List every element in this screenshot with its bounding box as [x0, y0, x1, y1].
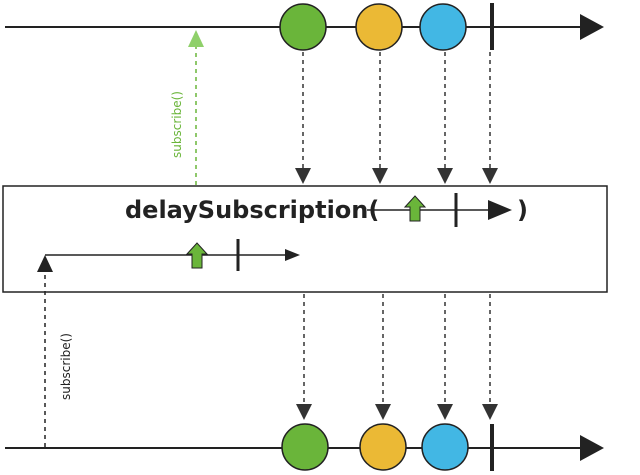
- top-yellow-marble: [355, 3, 403, 51]
- top-subscribe-arrowhead: [188, 30, 204, 47]
- top-timeline-arrowhead: [580, 14, 604, 40]
- operator-inner-green-arrow: [403, 195, 427, 222]
- operator-inner-arrowhead: [488, 200, 512, 220]
- top-blue-marble: [419, 3, 467, 51]
- dashed-arrow-blue-bottom-head: [437, 404, 453, 420]
- top-green-marble: [279, 3, 327, 51]
- operator-box-timeline-arrowhead: [285, 249, 300, 261]
- operator-title-close: ): [517, 196, 528, 224]
- bottom-subscribe-label: subscribe(): [59, 333, 73, 400]
- dashed-arrow-blue-top-head: [437, 168, 453, 184]
- operator-box-green-arrow: [185, 242, 209, 269]
- dashed-arrow-complete-bottom-head: [482, 404, 498, 420]
- dashed-arrow-green-bottom-head: [296, 404, 312, 420]
- operator-box: [2, 185, 608, 293]
- bottom-blue-marble: [421, 423, 469, 471]
- bottom-subscribe-arrowhead: [37, 255, 53, 272]
- top-subscribe-label: subscribe(): [170, 91, 184, 158]
- bottom-timeline-arrowhead: [580, 435, 604, 461]
- dashed-arrow-green-top-head: [295, 168, 311, 184]
- operator-title: delaySubscription(: [125, 196, 379, 224]
- dashed-arrow-complete-top-head: [482, 168, 498, 184]
- bottom-green-marble: [281, 423, 329, 471]
- bottom-yellow-marble: [359, 423, 407, 471]
- dashed-arrow-yellow-top-head: [372, 168, 388, 184]
- dashed-arrow-yellow-bottom-head: [375, 404, 391, 420]
